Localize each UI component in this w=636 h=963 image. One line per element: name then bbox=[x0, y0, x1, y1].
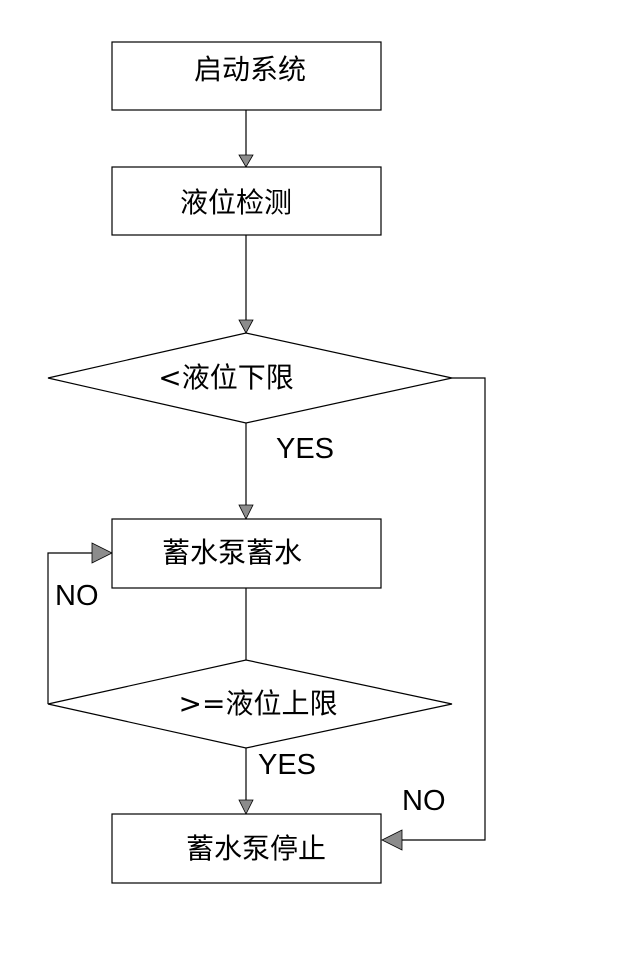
arrowhead-down-stop bbox=[238, 799, 254, 815]
start-label: 启动系统 bbox=[194, 53, 306, 86]
start-box bbox=[111, 41, 382, 111]
arrowhead-down-detect bbox=[238, 154, 254, 168]
upper-limit-diamond bbox=[47, 659, 453, 749]
connector-no-bypass bbox=[402, 377, 486, 841]
detect-label: 液位检测 bbox=[180, 186, 292, 219]
arrowhead-left-stop bbox=[381, 829, 403, 851]
lower-limit-diamond bbox=[47, 332, 453, 424]
fill-box bbox=[111, 518, 382, 589]
lower-limit-label: <液位下限 bbox=[158, 361, 293, 394]
arrowhead-right-fill bbox=[91, 542, 113, 564]
stop-label: 蓄水泵停止 bbox=[186, 832, 326, 865]
stop-box bbox=[111, 813, 382, 884]
upper-no-label: NO bbox=[55, 580, 99, 612]
fill-label: 蓄水泵蓄水 bbox=[162, 536, 302, 569]
arrowhead-down-fill bbox=[238, 504, 254, 520]
upper-yes-label: YES bbox=[258, 749, 316, 781]
upper-limit-label: >=液位上限 bbox=[179, 687, 338, 720]
connector-no-loop bbox=[47, 552, 92, 704]
lower-no-label: NO bbox=[402, 785, 446, 817]
lower-yes-label: YES bbox=[276, 433, 334, 465]
arrowhead-down-lower bbox=[238, 319, 254, 334]
detect-box bbox=[111, 166, 382, 236]
